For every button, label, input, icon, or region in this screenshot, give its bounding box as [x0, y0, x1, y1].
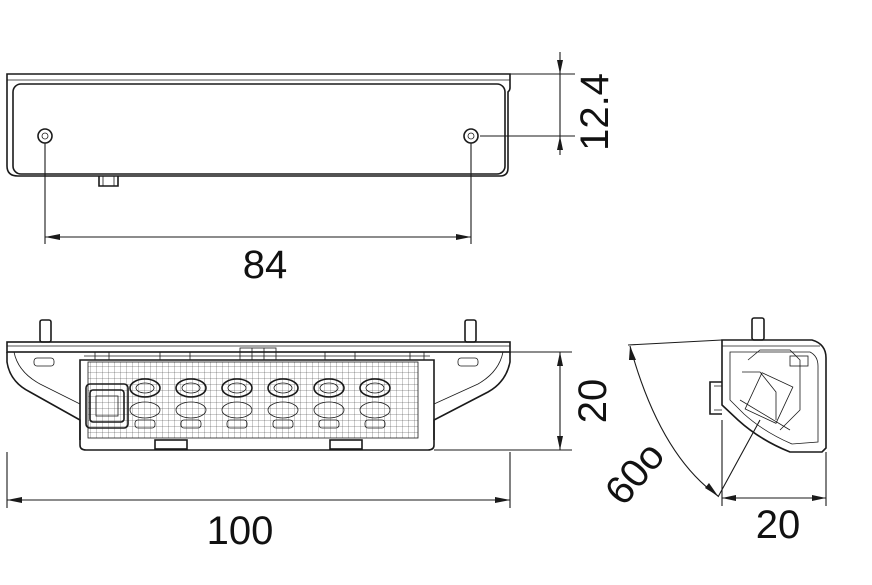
dimension-12-4-label: 12.4 [573, 73, 617, 151]
led-module [267, 378, 299, 429]
dimension-100: 100 [6, 452, 511, 553]
dimension-12-4: 12.4 [480, 52, 617, 155]
dimension-20-depth: 20 [721, 420, 827, 547]
mounting-pin-left [38, 319, 53, 343]
led-module [221, 378, 253, 429]
connector-housing [85, 383, 129, 429]
side-view [709, 317, 827, 453]
mounting-hole-right [463, 128, 479, 144]
led-module [175, 378, 207, 429]
led-module [129, 378, 161, 429]
dimension-84-label: 84 [243, 243, 288, 287]
dimension-20-depth-label: 20 [756, 503, 801, 547]
angle-dimension: 60o [597, 339, 761, 513]
connector-tab [98, 176, 119, 187]
dimension-20-height: 20 [434, 351, 615, 451]
dimension-20-height-label: 20 [571, 379, 615, 424]
mounting-pin-right [463, 319, 478, 343]
dimension-84: 84 [44, 143, 472, 287]
led-module [313, 378, 345, 429]
angle-dimension-label: 60o [597, 434, 674, 513]
front-view [6, 319, 511, 451]
top-view [6, 73, 511, 187]
mounting-hole-left [37, 128, 53, 144]
led-array [129, 378, 391, 429]
led-module [359, 378, 391, 429]
dimension-100-label: 100 [207, 509, 274, 553]
